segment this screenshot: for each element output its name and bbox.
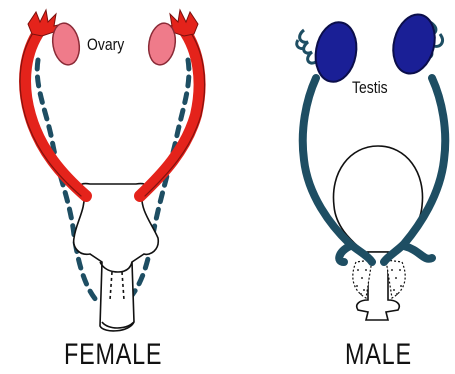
female-caption: FEMALE [64, 338, 162, 372]
female-diagram [20, 10, 205, 331]
ovary-label: Ovary [87, 35, 124, 55]
male-efferent-tubules-left [297, 30, 316, 63]
male-seminal-vesicle-left [339, 246, 350, 262]
male-seminal-vesicle-right [404, 246, 432, 259]
testis-label: Testis [352, 78, 388, 98]
male-diagram [297, 10, 446, 320]
female-uterus-vagina [74, 184, 159, 331]
male-caption: MALE [345, 338, 412, 372]
testis-right [387, 10, 440, 78]
